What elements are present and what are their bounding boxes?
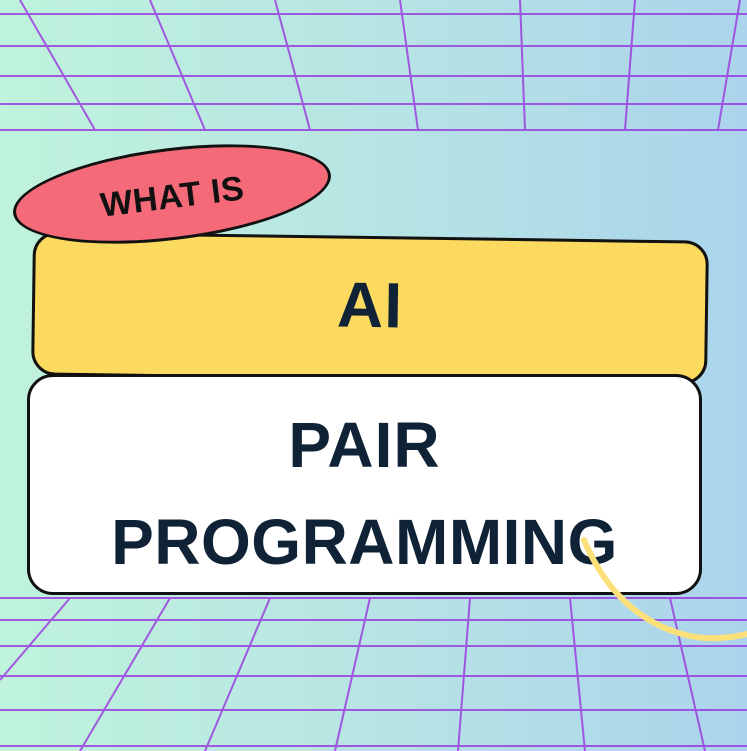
card-line-programming: PROGRAMMING	[111, 506, 618, 578]
pair-programming-card: PAIR PROGRAMMING	[27, 374, 702, 595]
ai-banner: AI	[31, 231, 709, 385]
ai-banner-text: AI	[336, 268, 404, 342]
what-is-tag-text: WHAT IS	[98, 168, 247, 225]
card-line-pair: PAIR	[288, 409, 441, 481]
